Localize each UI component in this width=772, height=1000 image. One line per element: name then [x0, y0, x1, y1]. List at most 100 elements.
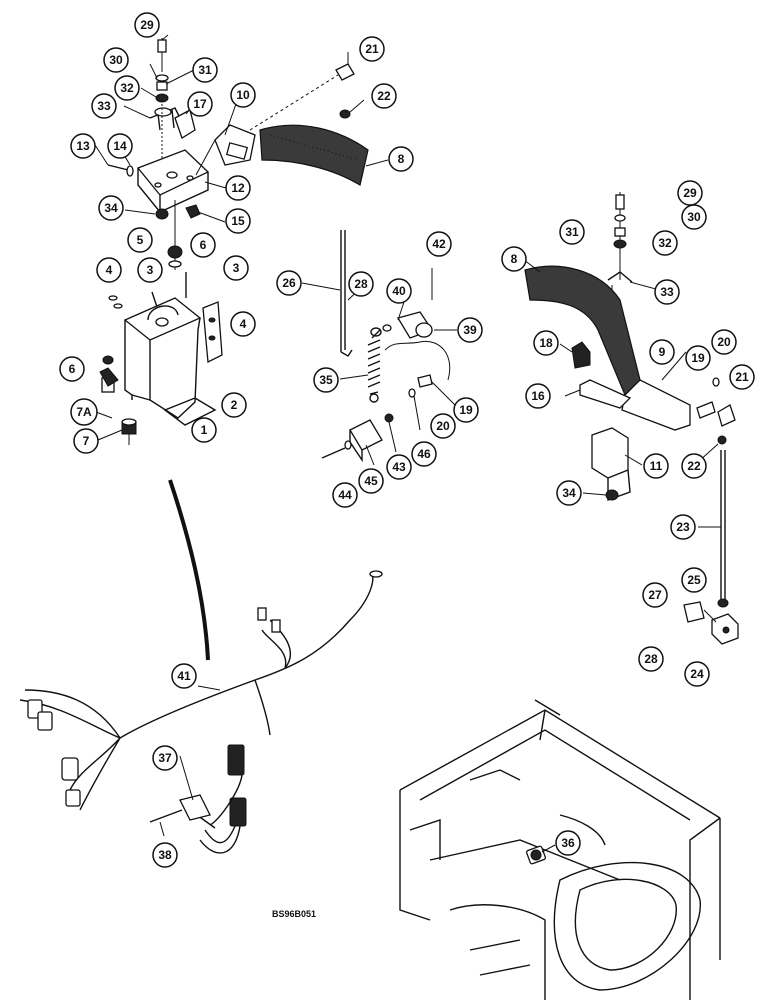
svg-text:8: 8 [511, 252, 518, 266]
callout-7: 7 [73, 428, 99, 454]
svg-text:34: 34 [562, 486, 576, 500]
svg-text:7: 7 [83, 434, 90, 448]
svg-text:30: 30 [687, 210, 701, 224]
callout-8a: 8 [388, 146, 414, 172]
callout-6a: 6 [190, 232, 216, 258]
callout-28a: 28 [348, 271, 374, 297]
callout-34a: 34 [98, 195, 124, 221]
svg-text:21: 21 [735, 370, 749, 384]
callout-33b: 33 [654, 279, 680, 305]
svg-text:42: 42 [432, 237, 446, 251]
pedal-8-upper [259, 124, 369, 186]
callout-45: 45 [358, 468, 384, 494]
callout-1: 1 [191, 417, 217, 443]
callout-21b: 21 [729, 364, 755, 390]
figure-code: BS96B051 [272, 909, 316, 919]
svg-text:36: 36 [561, 836, 575, 850]
svg-text:39: 39 [463, 323, 477, 337]
svg-text:24: 24 [690, 667, 704, 681]
svg-text:43: 43 [392, 460, 406, 474]
callout-8b: 8 [501, 246, 527, 272]
center-linkage [249, 63, 451, 463]
svg-text:15: 15 [231, 214, 245, 228]
callout-24: 24 [684, 661, 710, 687]
callout-4a: 4 [96, 257, 122, 283]
callout-19a: 19 [453, 397, 479, 423]
callout-18: 18 [533, 330, 559, 356]
callout-31b: 31 [559, 219, 585, 245]
callout-19b: 19 [685, 345, 711, 371]
callout-13: 13 [70, 133, 96, 159]
svg-text:30: 30 [109, 53, 123, 67]
callout-20b: 20 [711, 329, 737, 355]
svg-text:33: 33 [660, 285, 674, 299]
callout-32b: 32 [652, 230, 678, 256]
callout-5: 5 [127, 227, 153, 253]
callout-17: 17 [187, 91, 213, 117]
callout-2: 2 [221, 392, 247, 418]
svg-text:5: 5 [137, 233, 144, 247]
right-pedal-assembly [524, 192, 739, 645]
svg-text:26: 26 [282, 276, 296, 290]
callout-7A: 7A [70, 398, 98, 426]
svg-text:33: 33 [97, 99, 111, 113]
svg-text:45: 45 [364, 474, 378, 488]
svg-text:22: 22 [377, 89, 391, 103]
svg-text:28: 28 [354, 277, 368, 291]
callout-3a: 3 [137, 257, 163, 283]
callout-31a: 31 [192, 57, 218, 83]
svg-text:6: 6 [200, 238, 207, 252]
wiring-harness [19, 479, 383, 854]
callout-22a: 22 [371, 83, 397, 109]
callout-40: 40 [386, 278, 412, 304]
callout-3b: 3 [223, 255, 249, 281]
callout-28b: 28 [638, 646, 664, 672]
svg-text:3: 3 [233, 261, 240, 275]
svg-text:17: 17 [193, 97, 207, 111]
svg-text:2: 2 [231, 398, 238, 412]
callout-29a: 29 [134, 12, 160, 38]
svg-text:29: 29 [683, 186, 697, 200]
svg-text:7A: 7A [76, 405, 92, 419]
svg-text:19: 19 [691, 351, 705, 365]
svg-text:23: 23 [676, 520, 690, 534]
svg-text:32: 32 [120, 81, 134, 95]
callout-4b: 4 [230, 311, 256, 337]
left-bracket-assembly [94, 38, 256, 445]
svg-text:16: 16 [531, 389, 545, 403]
callout-6b: 6 [59, 356, 85, 382]
callout-26: 26 [276, 270, 302, 296]
callout-27: 27 [642, 582, 668, 608]
svg-text:37: 37 [158, 751, 172, 765]
svg-text:25: 25 [687, 573, 701, 587]
callout-9: 9 [649, 339, 675, 365]
svg-text:1: 1 [201, 423, 208, 437]
callout-37: 37 [152, 745, 178, 771]
callout-43: 43 [386, 454, 412, 480]
callout-33a: 33 [91, 93, 117, 119]
callout-46: 46 [411, 441, 437, 467]
svg-text:41: 41 [177, 669, 191, 683]
svg-text:44: 44 [338, 488, 352, 502]
callout-23: 23 [670, 514, 696, 540]
svg-text:32: 32 [658, 236, 672, 250]
svg-text:18: 18 [539, 336, 553, 350]
callout-44: 44 [332, 482, 358, 508]
callout-29b: 29 [677, 180, 703, 206]
svg-text:6: 6 [69, 362, 76, 376]
callout-14: 14 [107, 133, 133, 159]
svg-text:38: 38 [158, 848, 172, 862]
callout-41: 41 [171, 663, 197, 689]
svg-text:21: 21 [365, 42, 379, 56]
callout-32a: 32 [114, 75, 140, 101]
svg-text:9: 9 [659, 345, 666, 359]
svg-text:40: 40 [392, 284, 406, 298]
callout-39: 39 [457, 317, 483, 343]
svg-text:3: 3 [147, 263, 154, 277]
machine-frame [399, 699, 721, 1000]
callout-15: 15 [225, 208, 251, 234]
svg-text:4: 4 [106, 263, 113, 277]
callout-35: 35 [313, 367, 339, 393]
svg-text:29: 29 [140, 18, 154, 32]
svg-text:14: 14 [113, 139, 127, 153]
